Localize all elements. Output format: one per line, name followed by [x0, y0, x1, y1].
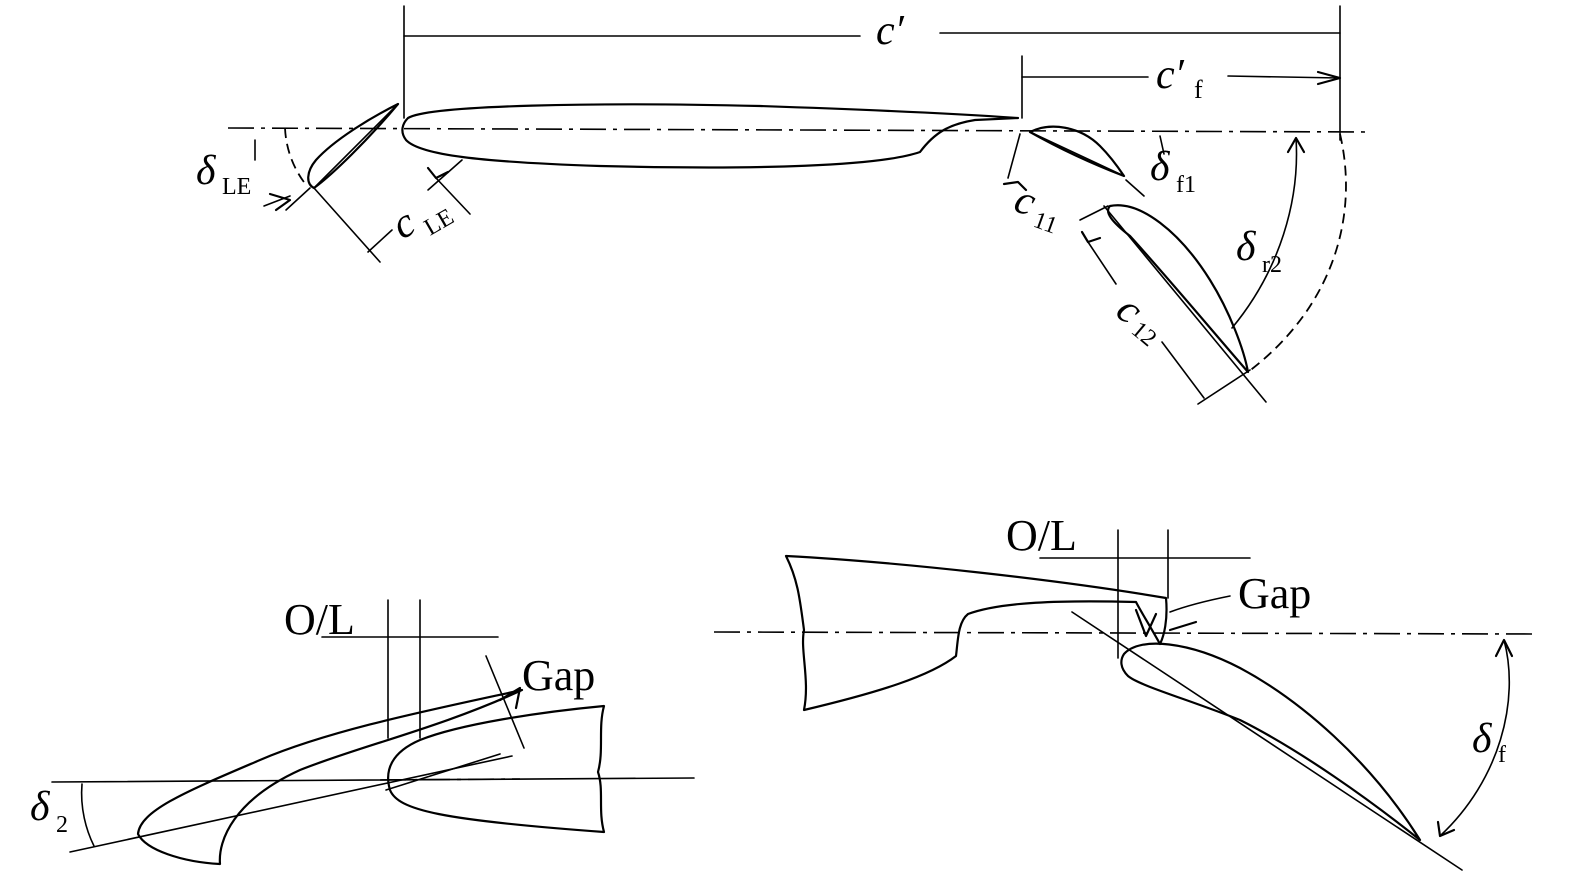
- delta-r2-arrowhead: [1286, 136, 1306, 154]
- delta-r2-arc: [1247, 133, 1347, 373]
- bl-gap-arrow: [498, 686, 522, 710]
- chord-line: [227, 127, 1369, 133]
- c-le-arrowhead: [426, 166, 450, 180]
- label-delta-le: δ: [196, 148, 217, 194]
- br-flap: [1120, 642, 1422, 842]
- bl-label-delta-2-sub: 2: [56, 812, 68, 838]
- c11-arrowhead: [1002, 180, 1028, 192]
- c12-dim-a: [1087, 241, 1117, 285]
- br-delta-f-arrow-bottom: [1436, 820, 1456, 838]
- c12-ext-bottom: [1197, 369, 1251, 405]
- top-figure: c′ c′ f δ LE c LE c 11 δ f1 δ r2 c 12: [196, 5, 1369, 405]
- br-label-delta-f: δ: [1472, 716, 1493, 762]
- bottom-left-figure: O/L Gap δ 2: [30, 595, 695, 866]
- c12-dim-b: [1161, 341, 1205, 399]
- delta-le-leader: [263, 195, 291, 207]
- bottom-right-figure: O/L Gap δ f: [713, 511, 1535, 871]
- bl-gap-line: [485, 655, 525, 749]
- label-c-le: c: [384, 199, 423, 248]
- le-slat: [307, 102, 400, 190]
- delta-f1-tick: [1159, 135, 1165, 155]
- delta-le-arrowhead: [268, 192, 292, 212]
- label-c11-sub: 11: [1030, 207, 1061, 239]
- label-delta-f1: δ: [1150, 144, 1171, 190]
- c11-ext: [1007, 133, 1021, 179]
- br-flap-chord: [1071, 611, 1463, 871]
- c-le-dim-b: [427, 159, 463, 191]
- bl-label-delta-2: δ: [30, 784, 51, 830]
- br-main-element: [784, 554, 1168, 712]
- br-gap-leader: [1169, 595, 1231, 613]
- flap-element-1: [1028, 125, 1126, 178]
- br-delta-f-arrow-top: [1494, 638, 1514, 658]
- label-delta-r2: δ: [1236, 224, 1257, 270]
- label-delta-r2-sub: r2: [1262, 252, 1282, 278]
- c-prime-f-dim-right: [1227, 75, 1341, 79]
- flap-1-chord: [1029, 131, 1125, 177]
- c-le-dim-a: [367, 229, 393, 253]
- bl-reference-line: [51, 777, 695, 783]
- bl-delta-2-arc: [80, 783, 95, 847]
- label-delta-f1-sub: f1: [1176, 172, 1196, 198]
- bl-main-element: [387, 704, 606, 834]
- bl-label-ol: O/L: [284, 595, 355, 644]
- delta-f1-tick-2: [1125, 179, 1145, 197]
- flap-element-2: [1106, 204, 1250, 374]
- c-le-ext-3: [435, 177, 471, 215]
- label-c-prime-f: c′: [1156, 52, 1185, 98]
- bl-slat: [136, 688, 524, 866]
- c-le-ext-1: [285, 187, 311, 211]
- br-gap-arrow-2: [1168, 620, 1198, 632]
- label-c-prime: c′: [876, 8, 905, 54]
- flap-2-chord: [1103, 205, 1267, 403]
- delta-r2-inner-arc: [1231, 137, 1298, 329]
- le-slat-chord: [313, 103, 399, 189]
- bl-main-chord: [385, 753, 501, 791]
- c-prime-f-arrowhead: [1316, 70, 1342, 86]
- br-chord-line: [713, 631, 1535, 635]
- br-label-gap: Gap: [1238, 569, 1311, 618]
- br-label-delta-f-sub: f: [1498, 742, 1506, 768]
- c-le-ext-2: [313, 187, 381, 263]
- label-delta-le-sub: LE: [222, 174, 251, 200]
- delta-le-arc: [284, 127, 308, 187]
- c12-ext-top: [1079, 205, 1109, 221]
- label-c-le-sub: LE: [420, 204, 458, 241]
- bl-label-gap: Gap: [522, 651, 595, 700]
- main-element: [401, 103, 1020, 169]
- label-c-prime-f-sub: f: [1194, 75, 1203, 104]
- br-gap-arrow-1: [1134, 608, 1158, 638]
- br-label-ol: O/L: [1006, 511, 1077, 560]
- br-delta-f-arc: [1439, 639, 1510, 837]
- bl-slat-chord: [69, 755, 513, 853]
- c12-arrowhead: [1080, 230, 1102, 244]
